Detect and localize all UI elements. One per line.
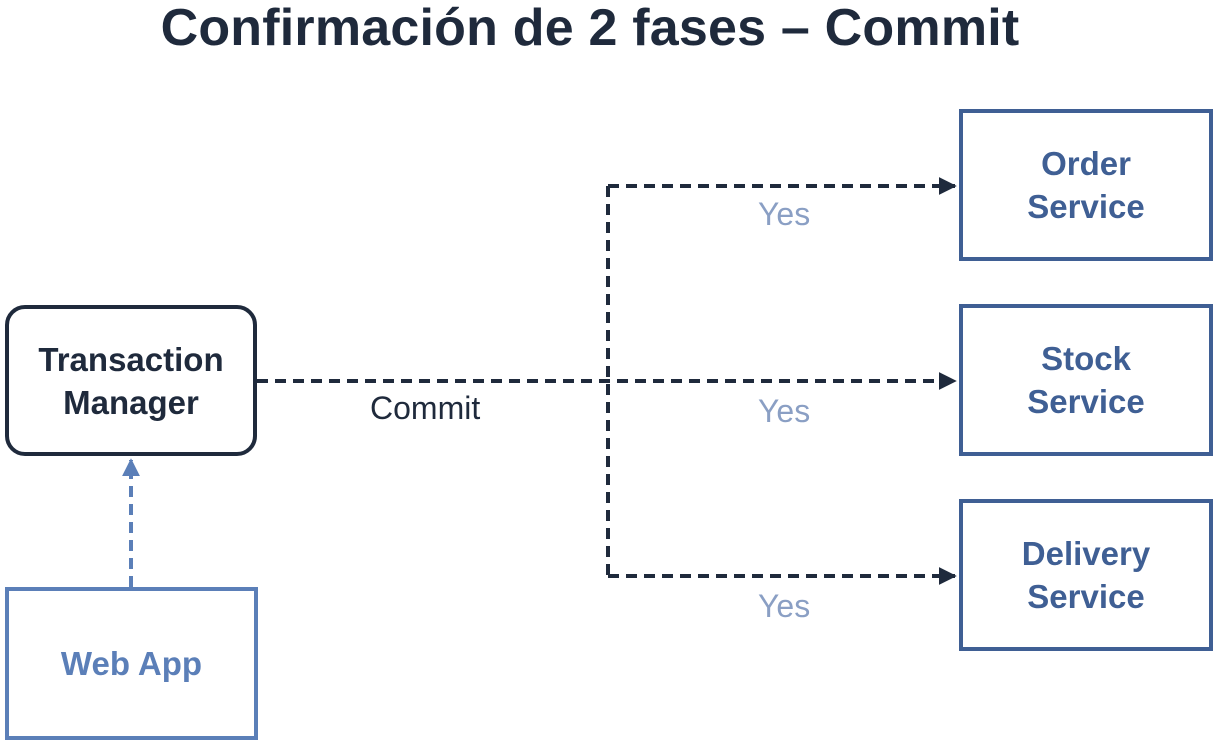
order-response-label: Yes [758, 196, 811, 232]
transaction-manager-label: Transaction Manager [38, 340, 224, 421]
commit-edge-label: Commit [370, 390, 481, 426]
stock-service-node: Stock Service [959, 304, 1213, 456]
delivery-service-node: Delivery Service [959, 499, 1213, 651]
diagram-title: Confirmación de 2 fases – Commit [160, 0, 1020, 57]
web-app-label: Web App [60, 645, 203, 682]
order-service-label: Order Service [1027, 145, 1145, 225]
delivery-response-label: Yes [758, 588, 811, 624]
transaction-manager-node: Transaction Manager [5, 305, 257, 456]
stock-response-label: Yes [758, 393, 811, 429]
web-app-node: Web App [5, 587, 258, 740]
order-service-node: Order Service [959, 109, 1213, 261]
delivery-service-label: Delivery Service [1021, 535, 1151, 615]
stock-service-label: Stock Service [1027, 340, 1145, 420]
